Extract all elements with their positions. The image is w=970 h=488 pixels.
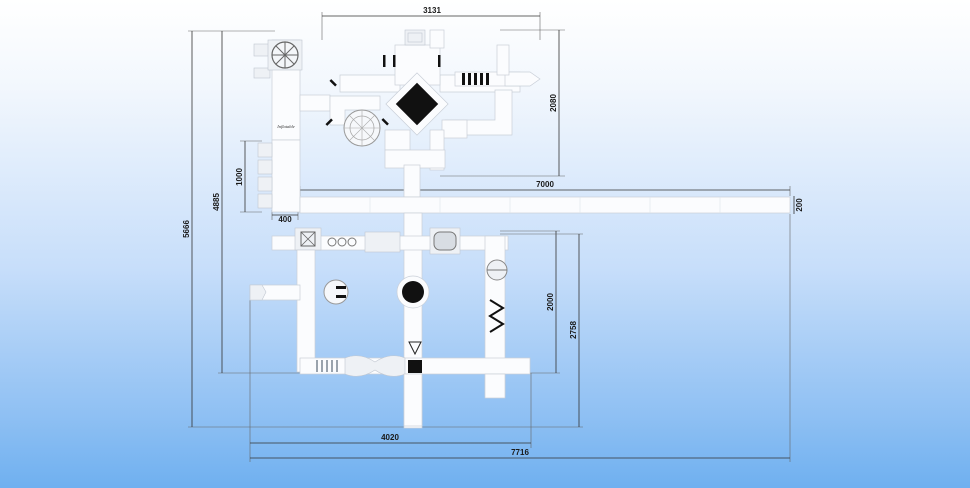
dim-label-left-upper: 4885 <box>212 193 221 211</box>
bottom-stripes <box>316 360 338 372</box>
left-upper-beam <box>339 74 401 93</box>
upper-structure: Inflatable <box>253 29 541 213</box>
chain-links <box>327 237 357 247</box>
lower-structure <box>249 212 531 429</box>
bottom-stem <box>403 373 423 427</box>
center-diamond <box>385 72 449 136</box>
fan-icon <box>267 39 303 71</box>
ball-obstacle <box>323 279 349 305</box>
dim-lower-height: 2000 <box>500 230 560 374</box>
tower-side-tubes <box>257 142 273 209</box>
top-side-cap <box>429 29 445 49</box>
dim-label-bridge-width: 200 <box>795 198 804 212</box>
dim-label-right-upper-height: 2080 <box>549 94 558 112</box>
down-stem <box>403 164 421 198</box>
dim-label-tower-width: 400 <box>278 215 292 224</box>
dim-label-lower-height-ext: 2758 <box>569 321 578 339</box>
dim-left-tower-height: 1000 <box>235 140 262 213</box>
long-bridge <box>299 196 791 214</box>
tower-step <box>253 43 271 57</box>
slide-stripes <box>462 73 489 85</box>
zigzag <box>488 299 505 333</box>
dim-bridge-length: 7000 <box>299 180 791 196</box>
dim-label-left-overall: 5666 <box>182 220 191 238</box>
bottom-black-square <box>408 360 422 373</box>
dim-label-lower-height: 2000 <box>546 293 555 311</box>
tower-step <box>253 67 271 79</box>
logo-text: Inflatable <box>276 124 295 129</box>
right-loop-cap <box>441 119 468 139</box>
dim-lower-width: 4020 <box>249 300 532 448</box>
right-bottom-stem <box>484 373 506 399</box>
dim-left-upper: 4885 <box>212 30 300 374</box>
dim-top-width: 3131 <box>321 6 541 40</box>
dim-bridge-width: 200 <box>793 196 804 214</box>
dim-label-left-tower-height: 1000 <box>235 168 244 186</box>
black-markers <box>325 55 441 126</box>
slide-riser <box>496 44 510 76</box>
wheel-obstacle <box>343 109 381 147</box>
tunnel <box>364 231 401 253</box>
lower-stem <box>384 129 411 151</box>
dim-label-overall-width: 7716 <box>511 448 529 457</box>
dim-overall-width: 7716 <box>249 214 791 462</box>
central-hole <box>396 275 430 309</box>
dim-lower-height-ext: 2758 <box>420 233 583 428</box>
dim-label-top-width: 3131 <box>423 6 441 15</box>
dim-right-upper-height: 2080 <box>440 29 565 177</box>
dim-label-lower-width: 4020 <box>381 433 399 442</box>
left-arm <box>329 95 381 126</box>
connector-tube <box>299 94 331 112</box>
slide-tip <box>504 71 541 87</box>
dim-label-bridge-length: 7000 <box>536 180 554 189</box>
left-tower-lower <box>271 139 301 213</box>
left-spine <box>296 249 316 373</box>
dim-left-overall: 5666 <box>182 30 410 428</box>
